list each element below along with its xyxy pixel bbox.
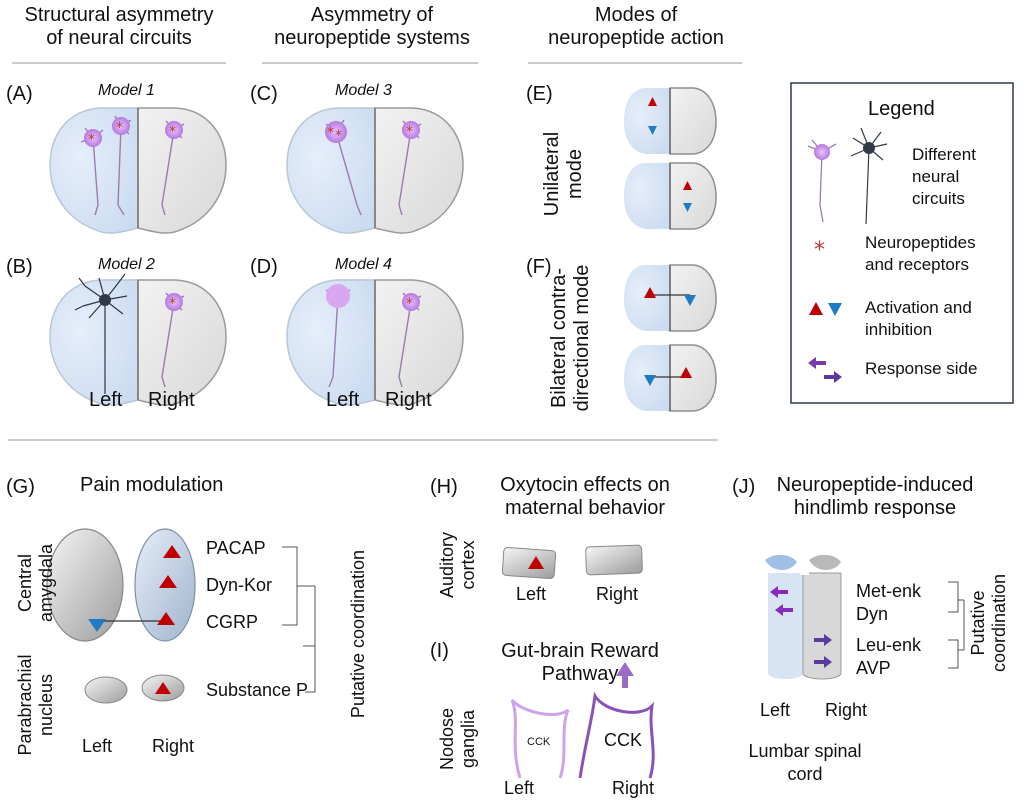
svg-text:*: *	[406, 296, 413, 312]
auditory-cortex-diagram	[501, 544, 643, 580]
svg-text:*: *	[88, 132, 95, 148]
legend-activation: Activation and inhibition	[865, 298, 972, 340]
right-label-d: Right	[385, 389, 432, 411]
bilateral-mode-label: Bilateral contra- directional mode	[548, 264, 593, 412]
right-label-h: Right	[596, 584, 639, 604]
svg-text:*: *	[406, 124, 413, 140]
right-label-g: Right	[152, 736, 195, 756]
svg-text:*: *	[327, 125, 334, 141]
svg-text:*: *	[335, 128, 342, 144]
putative-coordination-g: Putative coordination	[348, 549, 368, 719]
legend-box: *	[790, 82, 1014, 404]
substance-p-label: Substance P	[206, 680, 309, 700]
unilateral-mode-label: Unilateral mode	[541, 131, 586, 217]
model-4-label: Model 4	[335, 256, 392, 273]
oxytocin-title: Oxytocin effects on maternal behavior	[500, 474, 670, 519]
hindlimb-peptides-top: Met-enk Dyn	[856, 581, 922, 624]
panel-label-a: (A)	[6, 83, 33, 105]
panel-label-g: (G)	[6, 476, 35, 498]
legend-response: Response side	[865, 359, 978, 378]
panel-label-i: (I)	[430, 640, 449, 662]
model-1-label: Model 1	[98, 82, 155, 99]
header-modes: Modes of neuropeptide action	[548, 4, 724, 49]
left-label-h: Left	[516, 584, 547, 604]
hindlimb-title: Neuropeptide-induced hindlimb response	[776, 474, 974, 519]
peptide-dyn-kor: Dyn-Kor	[206, 575, 273, 595]
brain-model-4: *	[286, 279, 464, 406]
header-neuropeptide-systems: Asymmetry of neuropeptide systems	[274, 4, 470, 49]
header-structural-asymmetry: Structural asymmetry of neural circuits	[24, 4, 214, 49]
putative-coordination-j: Putative coordination	[968, 573, 1009, 673]
peptide-cgrp: CGRP	[206, 612, 259, 632]
pain-modulation-diagram	[46, 528, 316, 704]
right-label-i: Right	[612, 778, 655, 798]
panel-label-d: (D)	[250, 256, 278, 278]
cck-left-label: CCK	[527, 736, 551, 748]
brain-model-1: * * *	[49, 107, 227, 234]
gut-brain-diagram	[510, 662, 655, 779]
svg-text:*: *	[169, 124, 176, 140]
peptide-pacap: PACAP	[206, 538, 266, 558]
spinal-cord-diagram	[765, 553, 965, 680]
header-rules	[8, 62, 742, 441]
lumbar-spinal-cord-label: Lumbar spinal cord	[748, 741, 862, 785]
left-label-d: Left	[326, 389, 360, 411]
panel-label-h: (H)	[430, 476, 458, 498]
central-amygdala-label: Central amygdala	[15, 543, 56, 623]
brain-model-2: *	[49, 273, 227, 406]
cck-right-label: CCK	[604, 730, 643, 750]
left-label-b: Left	[89, 389, 123, 411]
panel-label-f: (F)	[526, 256, 552, 278]
mode-brains	[624, 87, 717, 412]
model-3-label: Model 3	[335, 82, 392, 99]
pain-title: Pain modulation	[80, 474, 224, 496]
panel-label-e: (E)	[526, 83, 553, 105]
nodose-ganglia-label: Nodose ganglia	[437, 707, 478, 771]
left-label-i: Left	[504, 778, 535, 798]
legend-title: Legend	[868, 98, 935, 120]
svg-text:*: *	[116, 120, 123, 136]
left-label-g: Left	[82, 736, 113, 756]
panel-label-j: (J)	[732, 476, 756, 498]
brain-model-3: ***	[286, 107, 464, 234]
panel-label-c: (C)	[250, 83, 278, 105]
svg-text:*: *	[169, 296, 176, 312]
hindlimb-peptides-bottom: Leu-enk AVP	[856, 635, 922, 678]
legend-circuits: Different neural circuits	[912, 145, 976, 209]
auditory-cortex-label: Auditory cortex	[437, 531, 478, 599]
right-label-j: Right	[825, 700, 868, 720]
svg-text:*: *	[814, 238, 825, 263]
parabrachial-label: Parabrachial nucleus	[15, 654, 56, 756]
left-label-j: Left	[760, 700, 791, 720]
right-label-b: Right	[148, 389, 195, 411]
model-2-label: Model 2	[98, 256, 155, 273]
panel-label-b: (B)	[6, 256, 33, 278]
legend-neuropeptides: Neuropeptides and receptors	[865, 233, 976, 275]
gut-brain-title: Gut-brain Reward Pathway	[501, 640, 659, 685]
